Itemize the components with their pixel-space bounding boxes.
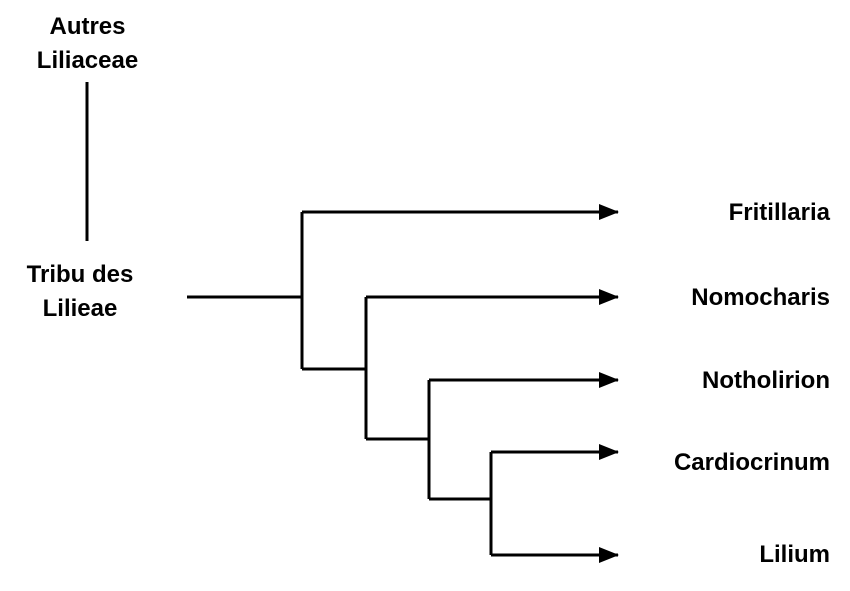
tribe-label: Tribu des Lilieae (5, 258, 155, 326)
taxon-label-lilium: Lilium (759, 541, 830, 568)
taxon-label-fritillaria: Fritillaria (728, 199, 830, 226)
taxon-label-cardiocrinum: Cardiocrinum (673, 449, 830, 476)
tribe-label-line2: Lilieae (42, 295, 118, 322)
outgroup-label-line1: Autres (49, 13, 126, 40)
outgroup-label-line2: Liliaceae (36, 47, 139, 74)
tribe-label-line1: Tribu des (26, 261, 134, 288)
taxon-label-nomocharis: Nomocharis (691, 284, 830, 311)
outgroup-label: Autres Liliaceae (10, 10, 165, 78)
taxon-label-notholirion: Notholirion (702, 367, 830, 394)
